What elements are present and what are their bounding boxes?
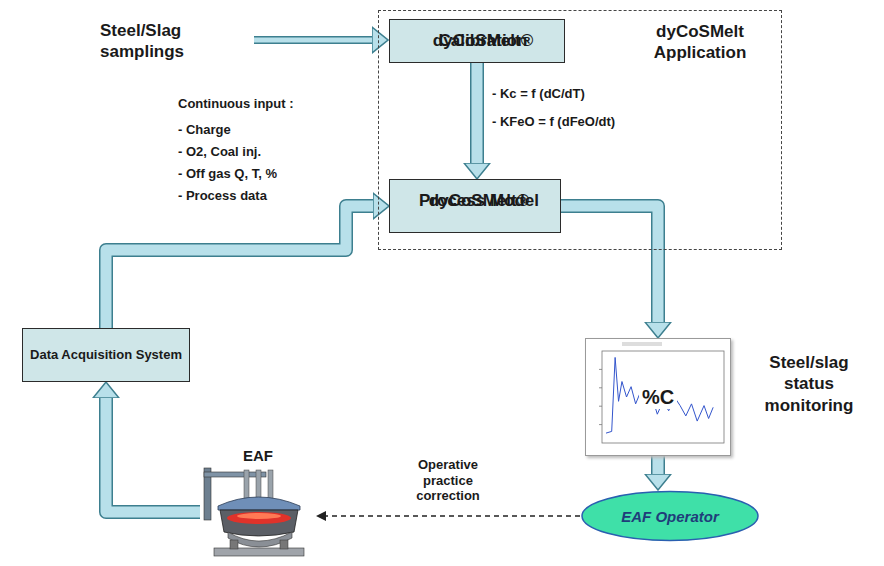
- application-frame: dyCoSMelt Application dyCoSMelt®Calibrati…: [378, 10, 782, 250]
- flow-connector: [658, 456, 659, 474]
- note-text: - O2, Coal inj.: [178, 144, 261, 160]
- arrow-body: [653, 456, 664, 474]
- chart-title-bar: [622, 342, 662, 346]
- note-text: - Off gas Q, T, %: [178, 166, 277, 182]
- node-title: Data Acquisition System: [30, 347, 182, 363]
- flow-connector: [326, 516, 580, 517]
- calibration-box: dyCoSMelt®Calibration: [389, 19, 565, 63]
- operator-ellipse: EAF Operator: [580, 490, 760, 542]
- foundation: [214, 548, 304, 556]
- note-text: - Process data: [178, 188, 267, 204]
- arrow-outline: [470, 63, 484, 163]
- arrow-body: [106, 206, 373, 328]
- flow-connector: [106, 206, 373, 328]
- arrow-body: [472, 63, 483, 163]
- ellipse-shape: [582, 492, 758, 541]
- eaf-furnace: EAF: [200, 446, 316, 566]
- arrow-body: [254, 38, 372, 43]
- carbon-trace: [606, 357, 713, 433]
- furnace-shell: [220, 510, 298, 536]
- node-title: dyCoSMelt Application: [625, 21, 775, 64]
- node-title: %C: [639, 386, 677, 409]
- arrow-line: [326, 515, 580, 517]
- rocker-left: [230, 540, 238, 549]
- note-text: - Charge: [178, 122, 231, 138]
- note-text: - KFeO = f (dFeO/dt): [492, 114, 615, 130]
- arrow-outline: [106, 206, 373, 328]
- note-text: Continuous input :: [178, 96, 294, 112]
- carbon-chart: %C: [585, 338, 731, 456]
- side-heading: Steel/slag status monitoring: [742, 352, 876, 416]
- arrow-outline: [651, 456, 665, 474]
- arrow-outline: [106, 398, 200, 512]
- furnace-illustration: [200, 466, 316, 564]
- molten-bath: [227, 512, 291, 524]
- sampling-arrow: [254, 40, 372, 41]
- flow-connector: [561, 206, 658, 322]
- furnace-roof: [218, 497, 300, 510]
- node-title: EAF Operator: [603, 508, 737, 525]
- flow-connector: [477, 63, 478, 163]
- plot-frame: [602, 351, 724, 443]
- node-subtitle: Process Model: [404, 190, 554, 211]
- arrow-body: [106, 398, 200, 512]
- process-model-box: dyCoSMelt®Process Model: [389, 179, 561, 233]
- arrow-outline: [561, 206, 658, 322]
- flow-connector: [106, 398, 200, 512]
- axis-tick: [599, 424, 602, 425]
- node-title: EAF: [200, 446, 316, 466]
- side-heading: Steel/Slag samplings: [100, 20, 250, 63]
- axis-tick: [599, 369, 602, 370]
- arrow-body: [561, 206, 658, 322]
- bath-glow: [237, 513, 281, 519]
- arrow-outline: [254, 36, 372, 44]
- node-subtitle: Calibration: [408, 30, 558, 51]
- axis-tick: [599, 387, 602, 388]
- edge-label: Operative practice correction: [400, 457, 496, 504]
- acquisition-box: Data Acquisition System: [22, 328, 190, 382]
- rocker-right: [280, 540, 288, 549]
- note-text: - Kc = f (dC/dT): [492, 86, 585, 102]
- axis-tick: [599, 406, 602, 407]
